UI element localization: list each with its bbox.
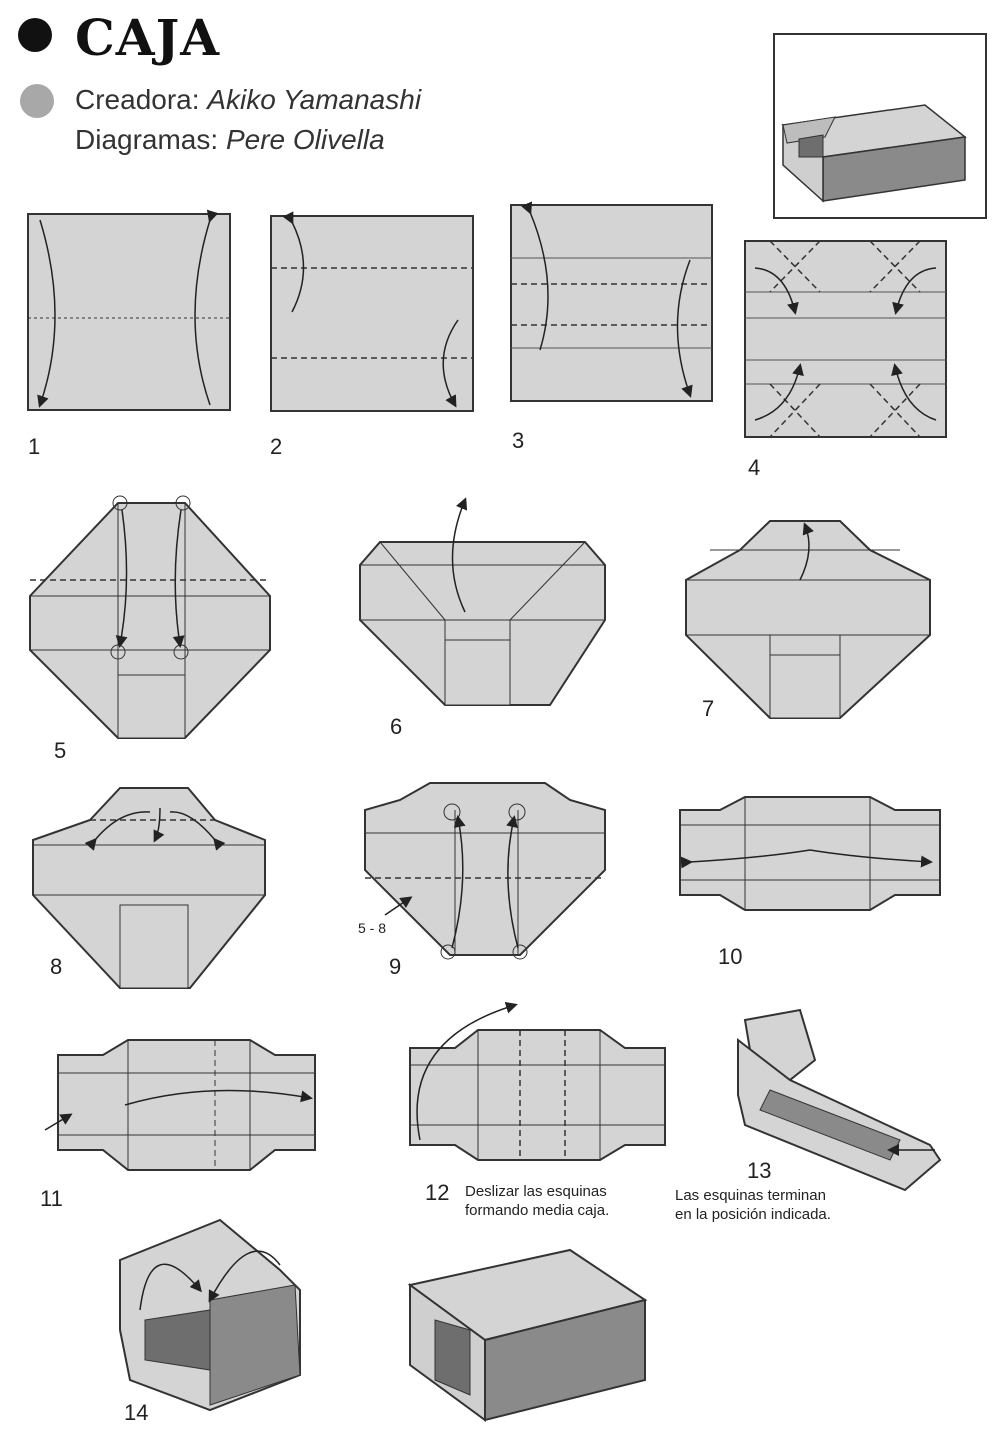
step-6-number: 6 — [390, 714, 403, 739]
step-4-diagram — [744, 240, 947, 438]
step-5-diagram — [29, 495, 271, 739]
step-2-number: 2 — [270, 434, 283, 459]
step-12-caption: Deslizar las esquinas formando media caj… — [465, 1182, 609, 1220]
diagrams-label: Diagramas: — [75, 124, 219, 155]
diagrams-credit: Diagramas: Pere Olivella — [75, 124, 385, 156]
step-2-diagram — [270, 211, 474, 412]
step-14-number: 14 — [124, 1400, 149, 1425]
diagrams-name: Pere Olivella — [225, 124, 385, 155]
step-11-number: 11 — [40, 1186, 63, 1211]
step-10-diagram — [679, 796, 941, 911]
step-11-diagram — [44, 1039, 316, 1171]
step-9-diagram — [364, 782, 606, 960]
title-bullet — [18, 18, 52, 52]
step-10-number: 10 — [718, 944, 743, 969]
finished-preview — [773, 33, 987, 219]
step-13-number: 13 — [747, 1158, 772, 1183]
creator-label: Creadora: — [75, 84, 200, 115]
step-8-diagram — [32, 787, 266, 989]
step-12-diagram — [409, 1001, 666, 1161]
step-1-diagram — [27, 209, 231, 411]
step-7-diagram — [685, 520, 931, 719]
step-12-caption-line1: Deslizar las esquinas — [465, 1183, 607, 1200]
step-4-number: 4 — [748, 455, 761, 480]
step-13-caption: Las esquinas terminan en la posición ind… — [675, 1186, 831, 1224]
preview-box-drawing — [781, 104, 967, 203]
step-3-number: 3 — [512, 428, 525, 453]
creator-name: Akiko Yamanashi — [207, 84, 422, 115]
step-7-number: 7 — [702, 696, 715, 721]
step-12-number: 12 — [425, 1180, 450, 1205]
step-13-caption-line1: Las esquinas terminan — [675, 1187, 826, 1204]
final-box-diagram — [407, 1248, 648, 1422]
step-1-number: 1 — [28, 434, 41, 459]
step-9-number: 9 — [389, 954, 402, 979]
step-13-caption-line2: en la posición indicada. — [675, 1206, 831, 1223]
step-13-diagram — [737, 1008, 942, 1192]
step-12-caption-line2: formando media caja. — [465, 1202, 610, 1219]
step-3-diagram — [510, 201, 713, 402]
credits-bullet — [20, 84, 54, 118]
step-14-diagram — [119, 1218, 301, 1412]
step-8-number: 8 — [50, 954, 63, 979]
step-5-number: 5 — [54, 738, 67, 763]
step-9-reference: 5 - 8 — [358, 920, 387, 936]
creator-credit: Creadora: Akiko Yamanashi — [75, 84, 421, 116]
step-6-diagram — [359, 497, 606, 706]
page-title: CAJA — [75, 8, 221, 67]
